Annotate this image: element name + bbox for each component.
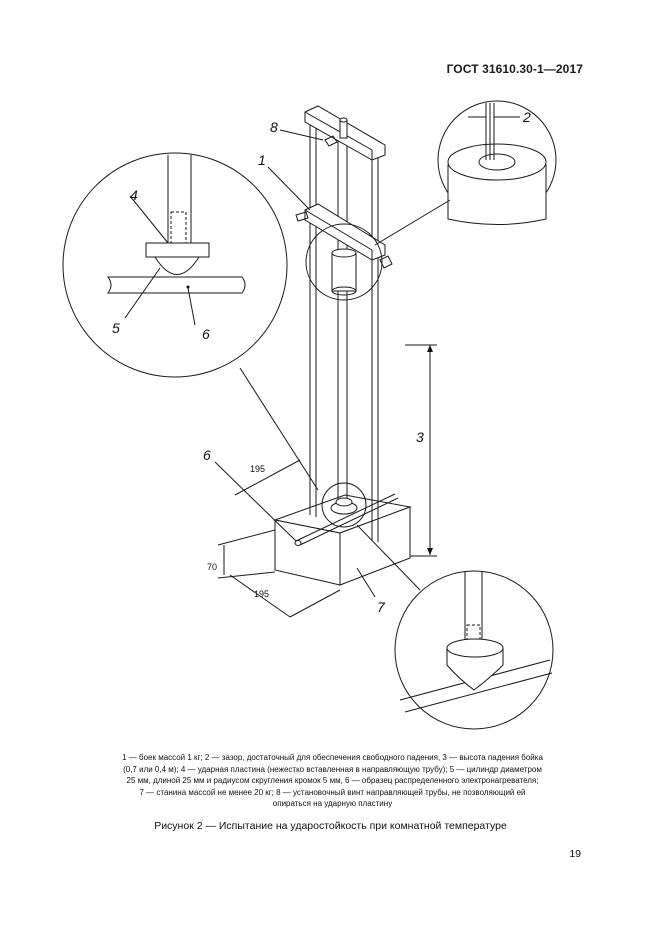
callout-8: 8 xyxy=(270,119,278,135)
legend-line: (0,7 или 0,4 м); 4 — ударная пластина (н… xyxy=(123,764,542,774)
callout-1: 1 xyxy=(258,152,266,168)
figure-caption: Рисунок 2 — Испытание на ударостойкость … xyxy=(154,820,507,832)
detail-impact-plate xyxy=(62,152,288,378)
leader-1 xyxy=(267,166,311,211)
leader-8 xyxy=(279,129,324,141)
dimension-70: 70 xyxy=(207,562,217,572)
figure-legend: 1 — боек массой 1 кг; 2 — зазор, достато… xyxy=(70,752,595,810)
height-dimension xyxy=(405,344,437,557)
standard-designation: ГОСТ 31610.30-1—2017 xyxy=(446,62,583,76)
callout-5: 5 xyxy=(112,320,120,336)
callout-4: 4 xyxy=(130,187,138,203)
callout-7: 7 xyxy=(377,599,386,615)
detail-striker xyxy=(394,570,554,730)
legend-line: опираться на ударную пластину xyxy=(272,799,393,809)
impact-test-figure: 8 1 2 3 4 5 6 6 7 195 195 70 xyxy=(62,100,557,730)
detail-gap xyxy=(437,100,557,225)
callout-6-detail: 6 xyxy=(202,326,210,342)
guide-frame xyxy=(295,105,393,542)
callout-3: 3 xyxy=(416,429,424,445)
legend-line: 25 мм, длиной 25 мм и радиусом скруглени… xyxy=(126,776,539,786)
callout-6-main: 6 xyxy=(203,447,211,463)
leader-6-main xyxy=(214,461,297,542)
dimension-195-bottom: 195 xyxy=(254,589,269,599)
leader-7 xyxy=(356,567,376,598)
legend-line: 1 — боек массой 1 кг; 2 — зазор, достато… xyxy=(122,753,543,762)
page-number: 19 xyxy=(569,848,581,860)
callout-2: 2 xyxy=(522,109,531,125)
callout-circles xyxy=(239,199,451,591)
dimension-195-top: 195 xyxy=(250,464,265,474)
base-dimensions xyxy=(217,459,341,618)
legend-line: 7 — станина массой не менее 20 кг; 8 — у… xyxy=(139,787,526,797)
